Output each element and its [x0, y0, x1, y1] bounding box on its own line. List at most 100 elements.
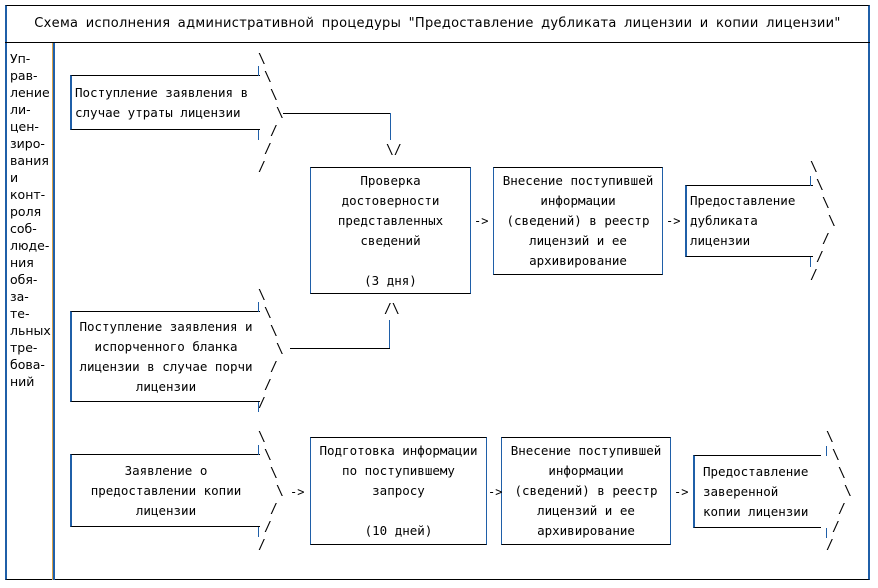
lane-label-line: за- — [10, 289, 29, 304]
lane-label-line: Уп- — [10, 51, 31, 66]
text-line: Внесение поступившей — [510, 443, 662, 458]
text-line: архивирование — [529, 253, 627, 268]
lane-label-line: ление — [10, 85, 50, 100]
text-line: представленных — [337, 212, 444, 228]
input-damage-chevron-icon: \ — [264, 306, 272, 321]
input-loss-tick — [258, 66, 259, 76]
input-copy-tick — [258, 527, 259, 537]
input-loss-chevron-icon: / — [264, 142, 272, 157]
input-damage-chevron-icon: / — [270, 360, 278, 375]
output-duplicate-chevron-icon: \ — [822, 196, 830, 211]
lane-label-line: вания — [10, 153, 49, 168]
lane-label-line: соб- — [10, 221, 37, 236]
process-register-duplicate: Внесение поступившей информации (сведений)… — [493, 167, 663, 275]
text-line: дубликата — [690, 213, 758, 228]
text-line: Проверка — [360, 172, 421, 188]
input-copy-chevron-icon: \ — [258, 430, 266, 445]
text-line: Заявление о — [124, 462, 208, 478]
text-line: архивирование — [537, 523, 635, 538]
text-line: по поступившему — [342, 463, 455, 478]
output-copy-tick — [826, 446, 827, 456]
text-line: испорченного бланка — [94, 338, 238, 354]
output-copy-chevron-icon: / — [838, 502, 846, 517]
lane-label-line: льных — [10, 323, 51, 338]
connector-loss-h — [283, 113, 391, 114]
text-line: (10 дней) — [364, 523, 433, 538]
text-line: информации — [540, 193, 616, 208]
output-copy-chevron-icon: \ — [832, 448, 840, 463]
text-line: копии лицензии — [703, 503, 809, 519]
output-duplicate-chevron-icon: \ — [828, 214, 836, 229]
text-line: Подготовка информации — [319, 443, 478, 458]
lane-label-line: ний — [10, 374, 35, 389]
lane-label-line: те- — [10, 306, 30, 321]
lane-label-line: цен- — [10, 119, 39, 134]
input-copy-tick — [258, 445, 259, 455]
text-line: заверенной — [703, 483, 779, 499]
lane-label-line: обя- — [10, 272, 38, 287]
connector-damage-h — [290, 348, 390, 349]
text-line: Поступление заявления в — [75, 84, 249, 100]
arrow-verify-to-register-icon: -> — [474, 214, 489, 228]
output-duplicate-chevron-icon: / — [816, 250, 824, 265]
arrow-copy-to-prepare-icon: -> — [290, 485, 305, 499]
output-copy-chevron-icon: \ — [838, 466, 846, 481]
text-line: Предоставление — [703, 463, 809, 479]
input-loss-tick — [258, 130, 259, 140]
output-duplicate-chevron-icon: \ — [816, 178, 824, 193]
text-line: достоверности — [341, 192, 440, 208]
text-line: Предоставление — [690, 193, 796, 208]
text-line: лицензии в случае порчи — [79, 358, 253, 374]
output-duplicate-chevron-icon: / — [810, 268, 818, 283]
diagram-title: Схема исполнения административной процед… — [5, 5, 870, 43]
input-damage-tick — [258, 302, 259, 312]
text-line: Внесение поступившей — [502, 173, 654, 188]
input-loss-chevron-icon: \ — [258, 52, 266, 67]
down-arrow-icon: \/ — [386, 143, 402, 158]
output-copy-chevron-icon: \ — [844, 484, 852, 499]
arrow-register-to-copy-icon: -> — [674, 485, 689, 499]
input-damage-tick — [258, 402, 259, 412]
output-copy-tick — [826, 528, 827, 538]
input-copy-chevron-icon: \ — [270, 466, 278, 481]
text-line: запросу — [372, 483, 425, 498]
output-duplicate-chevron-icon: \ — [810, 160, 818, 175]
output-duplicate-chevron-icon: / — [822, 232, 830, 247]
text-line: (сведений) в реестр — [514, 483, 658, 498]
text-line: лицензии — [135, 502, 197, 518]
text-line: лицензии — [690, 233, 751, 248]
input-copy-chevron-icon: \ — [276, 484, 284, 499]
lane-label-line: и — [10, 170, 19, 185]
connector-loss-v — [390, 113, 391, 140]
lane-label-line: конт- — [10, 187, 46, 202]
text-line: (3 дня) — [364, 272, 417, 288]
text-line: (сведений) в реестр — [506, 213, 650, 228]
input-copy-chevron-icon: / — [264, 520, 272, 535]
text-line: лицензий и ее — [529, 233, 627, 248]
lane-label-line: ли- — [10, 102, 31, 117]
input-damage-application: Поступление заявления и испорченного блан… — [70, 311, 260, 402]
output-duplicate: Предоставление дубликата лицензии — [685, 185, 813, 257]
diagram-frame — [5, 5, 870, 580]
lane-label-line: ния — [10, 255, 34, 270]
lane-label-line: роля — [10, 204, 42, 219]
output-duplicate-tick — [810, 176, 811, 186]
text-line: Поступление заявления и — [79, 318, 253, 334]
lane-label-line: бова- — [10, 357, 45, 372]
lane-label-line: зиро- — [10, 136, 45, 151]
output-copy-chevron-icon: / — [832, 520, 840, 535]
text-line: предоставлении копии — [90, 482, 242, 498]
output-copy-chevron-icon: / — [826, 538, 834, 553]
input-damage-chevron-icon: / — [258, 396, 266, 411]
arrow-register-to-duplicate-icon: -> — [666, 214, 681, 228]
input-copy-application: Заявление о предоставлении копии лицензии — [70, 454, 260, 527]
input-loss-chevron-icon: \ — [270, 88, 278, 103]
input-damage-chevron-icon: \ — [270, 324, 278, 339]
arrow-prepare-to-register-icon: -> — [488, 485, 503, 499]
input-loss-chevron-icon: \ — [264, 70, 272, 85]
input-copy-chevron-icon: \ — [264, 448, 272, 463]
text-line: лицензий и ее — [537, 503, 635, 518]
